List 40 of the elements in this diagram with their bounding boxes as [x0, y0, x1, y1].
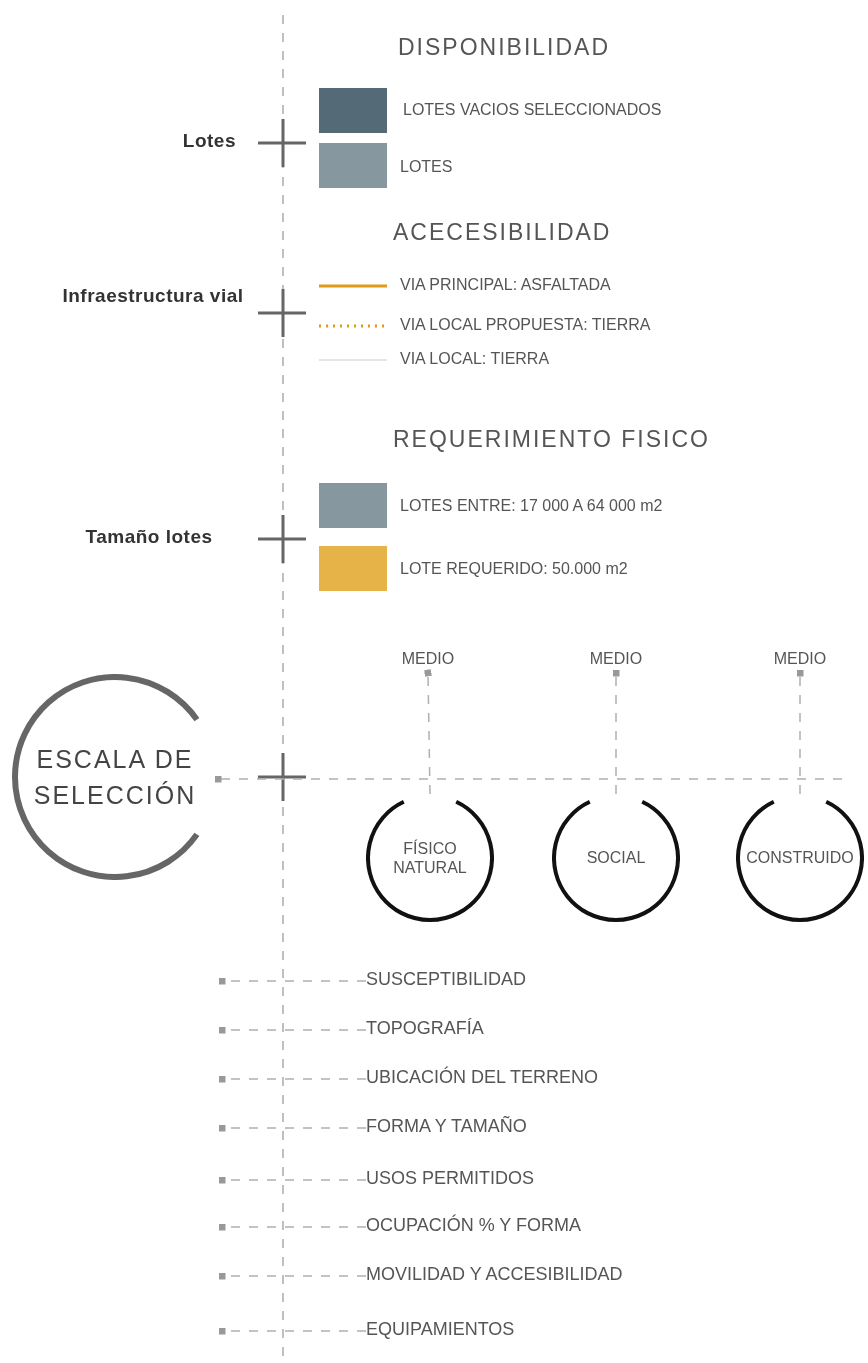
leader-line: [218, 1176, 367, 1184]
leader-line: [218, 1272, 367, 1280]
section-heading: DISPONIBILIDAD: [398, 34, 611, 61]
node-text: MEDIO: [589, 649, 643, 669]
connector-line: [796, 669, 804, 795]
legend-label: LOTE REQUERIDO: 50.000 m2: [400, 560, 628, 578]
legend-label: LOTES ENTRE: 17 000 A 64 000 m2: [400, 497, 663, 515]
row-label: Lotes: [181, 130, 236, 152]
node-text: TOPOGRAFÍA: [366, 1018, 484, 1040]
legend-label: VIA PRINCIPAL: ASFALTADA: [400, 276, 611, 294]
legend-label: VIA LOCAL: TIERRA: [400, 350, 550, 368]
node-text: OCUPACIÓN % Y FORMA: [366, 1215, 582, 1237]
node-text: UBICACIÓN DEL TERRENO: [366, 1067, 599, 1089]
leader-line: [218, 977, 367, 985]
leader-line: [218, 1223, 367, 1231]
connector-line: [424, 669, 432, 795]
legend-label: LOTES: [400, 158, 453, 176]
leader-line: [218, 1327, 367, 1335]
connector-line: [612, 669, 620, 795]
node-text: MEDIO: [773, 649, 827, 669]
section-heading: REQUERIMIENTO FISICO: [393, 426, 710, 453]
leader-line: [218, 1124, 367, 1132]
leader-line: [218, 1075, 367, 1083]
node-text: EQUIPAMIENTOS: [366, 1319, 515, 1341]
node-text: FÍSICO NATURAL: [392, 838, 468, 878]
node-text: ESCALA DE SELECCIÓN: [32, 743, 198, 811]
row-label: Infraestructura vial: [61, 285, 245, 307]
leader-line: [218, 1026, 367, 1034]
node-text: MOVILIDAD Y ACCESIBILIDAD: [366, 1264, 623, 1286]
node-text: SUSCEPTIBILIDAD: [366, 969, 527, 991]
section-heading: ACECESIBILIDAD: [393, 219, 612, 246]
legend-label: LOTES VACIOS SELECCIONADOS: [403, 101, 662, 119]
node-text: USOS PERMITIDOS: [366, 1168, 535, 1190]
legend-label: VIA LOCAL PROPUESTA: TIERRA: [400, 316, 651, 334]
node-text: SOCIAL: [586, 848, 646, 868]
leader-line: [214, 775, 843, 783]
node-text: MEDIO: [401, 649, 455, 669]
node-text: FORMA Y TAMAÑO: [366, 1116, 527, 1138]
row-label: Tamaño lotes: [84, 526, 214, 548]
node-text: CONSTRUIDO: [746, 848, 854, 868]
